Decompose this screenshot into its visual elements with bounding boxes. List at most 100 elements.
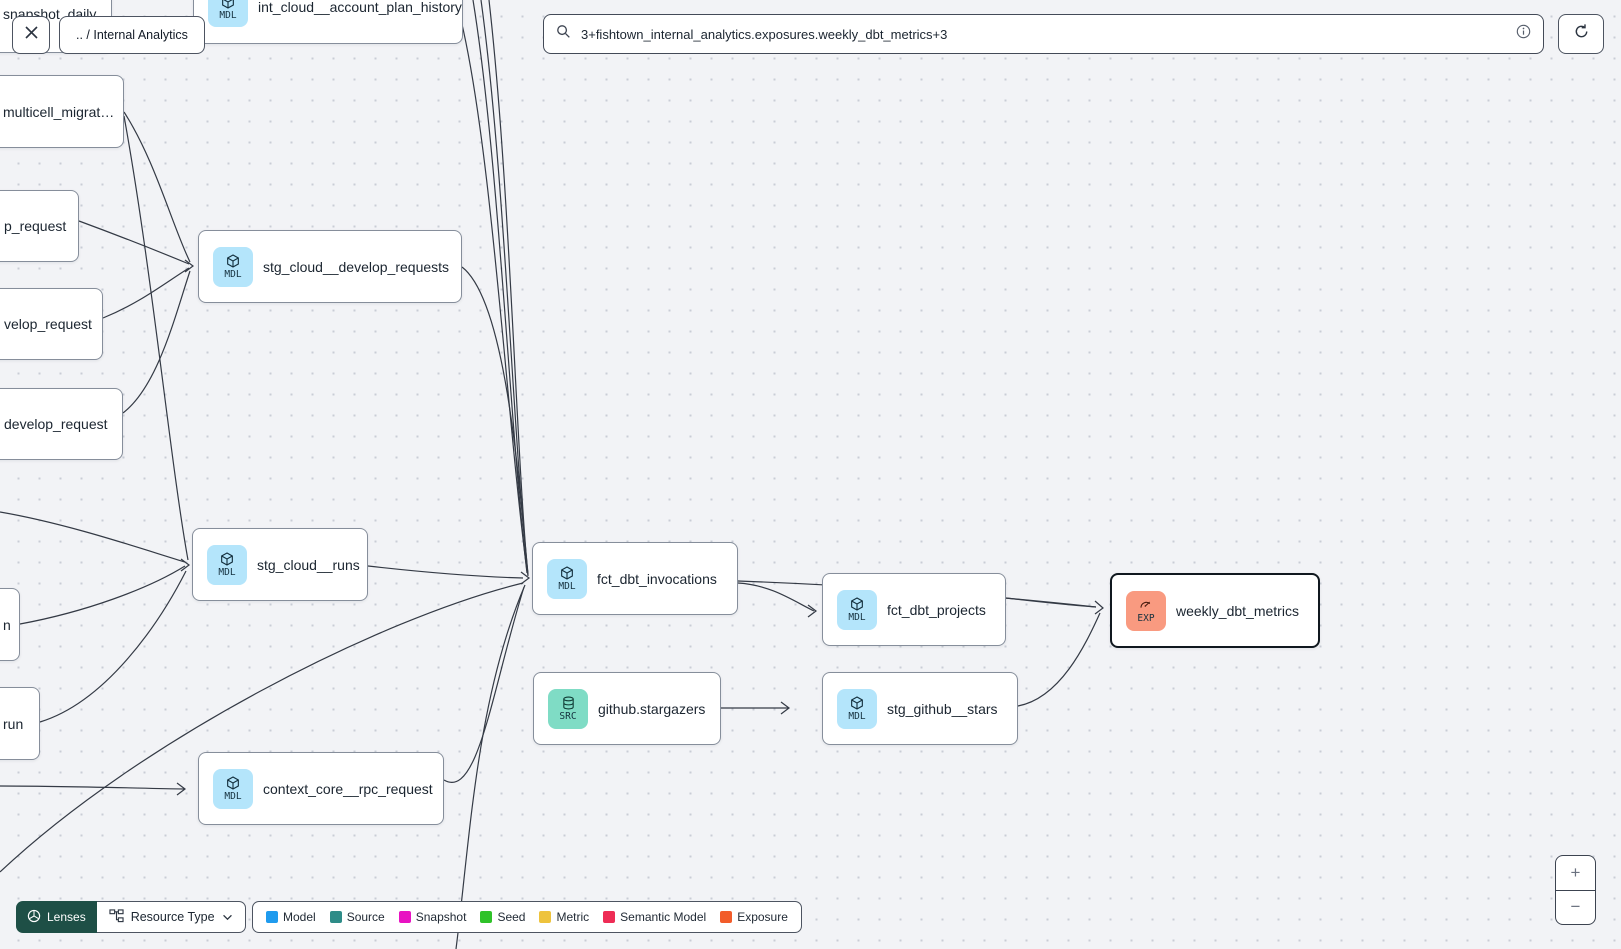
legend-item-metric: Metric [539,910,589,924]
legend-swatch [266,911,278,923]
graph-node-multicell_migrat[interactable]: MDLmulticell_migrat… [0,75,124,148]
close-icon [24,25,39,45]
lineage-edge [122,270,191,414]
lineage-edge [455,584,526,949]
resource-type-button[interactable]: Resource Type [96,901,246,933]
legend-label: Seed [497,910,526,924]
minus-icon: − [1570,897,1581,917]
lineage-edge [1017,612,1101,707]
model-cube-icon: MDL [837,688,877,729]
graph-node-int_cloud__account_plan_history[interactable]: MDL int_cloud__account_plan_history [193,0,463,44]
refresh-icon [1573,23,1590,45]
lineage-edge [0,582,524,873]
edge-arrowhead-icon [520,571,530,585]
graph-node-stg_cloud__runs[interactable]: MDL stg_cloud__runs [192,528,368,601]
legend-swatch [398,911,411,923]
graph-node-velop_request[interactable]: MDLvelop_request [0,288,103,360]
edge-arrowhead-icon [807,604,817,618]
legend-swatch [329,911,342,923]
lineage-edge [0,511,186,563]
lineage-edge [78,220,190,265]
legend-swatch [720,911,733,923]
edge-arrowhead-icon [176,782,186,796]
legend-label: Semantic Model [620,910,707,924]
lineage-edge [488,0,529,577]
node-label: stg_github__stars [887,700,998,717]
edge-arrowhead-icon [184,259,194,273]
graph-node-stg_github__stars[interactable]: MDL stg_github__stars [822,672,1018,745]
close-button[interactable] [12,16,50,54]
node-label: context_core__rpc_request [263,780,433,797]
legend-swatch [539,911,552,923]
lineage-edge [1005,597,1097,608]
resource-type-icon [109,908,124,926]
node-label: n [3,616,11,633]
lineage-edge [102,267,190,319]
model-cube-icon: MDL [213,768,253,809]
info-icon[interactable] [1516,24,1531,44]
search-input[interactable] [579,25,1516,43]
node-label: stg_cloud__runs [257,556,360,573]
lenses-button[interactable]: Lenses [16,901,97,933]
legend-item-source: Source [329,910,385,924]
graph-node-develop_request[interactable]: MDLdevelop_request [0,388,123,460]
graph-node-n_node[interactable]: MDLn [0,588,20,661]
breadcrumb[interactable]: .. / Internal Analytics [59,16,205,54]
graph-node-p_request[interactable]: MDLp_request [0,190,79,262]
graph-node-context_core__rpc_request[interactable]: MDL context_core__rpc_request [198,752,444,825]
edge-arrowhead-icon [1094,600,1104,615]
lineage-edge [460,19,528,572]
legend-label: Exposure [737,910,788,924]
model-cube-icon: MDL [213,246,253,287]
model-cube-icon: MDL [837,589,877,630]
graph-node-github.stargazers[interactable]: SRC github.stargazers [533,672,721,745]
node-label: run [3,715,24,732]
legend-label: Source [346,910,385,924]
search-icon [556,24,571,44]
plus-icon: + [1570,862,1581,882]
graph-node-run_node[interactable]: MDLrun [0,687,40,760]
source-database-icon: SRC [548,688,588,729]
resource-type-label: Resource Type [130,910,215,924]
lineage-edge [123,111,191,263]
zoom-panel: + − [1555,855,1596,925]
lineage-edge [480,0,529,576]
view-controls: Lenses Resource Type [16,901,246,933]
lineage-edge [367,565,524,579]
resource-type-legend: Model Source Snapshot Seed Metric Semantic Mo… [252,901,802,933]
model-cube-icon: MDL [207,544,247,585]
zoom-in-button[interactable]: + [1556,856,1595,891]
model-cube-icon: MDL [208,0,248,27]
lineage-edge [461,266,529,575]
search-bar[interactable] [543,14,1544,54]
lineage-edge [123,115,189,561]
node-label: fct_dbt_projects [887,601,986,618]
legend-item-semantic-model: Semantic Model [603,910,706,924]
legend-label: Metric [556,910,590,924]
legend-swatch [603,911,616,923]
node-label: velop_request [4,316,92,332]
breadcrumb-label: .. / Internal Analytics [76,28,188,42]
legend-label: Model [283,910,316,924]
node-label: int_cloud__account_plan_history [258,0,462,15]
legend-item-seed: Seed [480,910,525,924]
lineage-edge [19,565,186,625]
graph-node-fct_dbt_projects[interactable]: MDL fct_dbt_projects [822,573,1006,646]
lenses-label: Lenses [47,910,86,924]
node-label: github.stargazers [598,700,706,717]
lineage-edge [443,586,525,783]
edge-arrowhead-icon [180,558,190,572]
lenses-icon [27,909,41,926]
lineage-edge [0,785,185,790]
node-label: fct_dbt_invocations [597,570,717,587]
node-label: develop_request [4,416,108,432]
zoom-out-button[interactable]: − [1556,891,1595,925]
node-label: weekly_dbt_metrics [1176,602,1299,619]
refresh-button[interactable] [1558,14,1604,54]
legend-item-snapshot: Snapshot [398,910,466,924]
legend-item-model: Model [266,910,316,924]
